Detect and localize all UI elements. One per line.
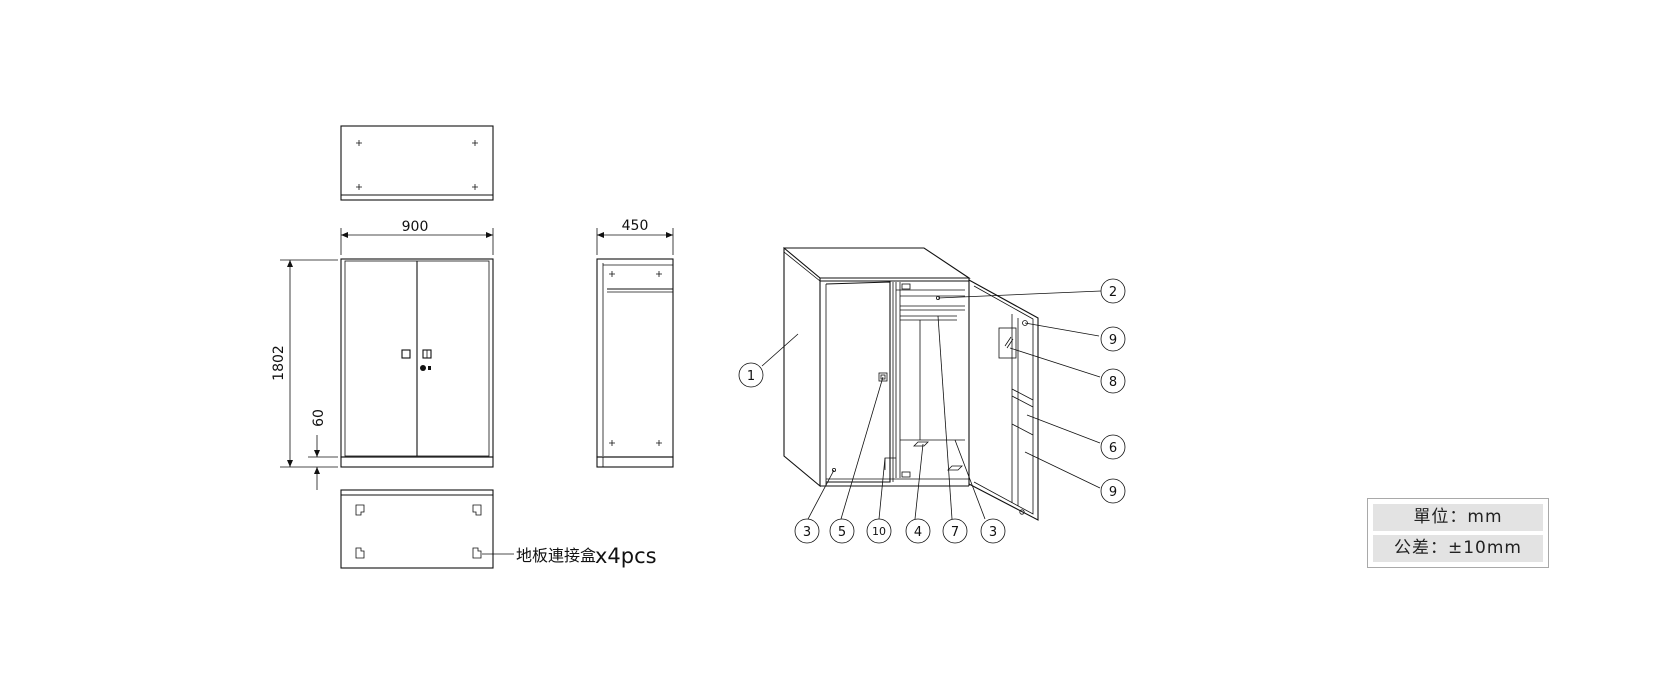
- floor-connector-qty: x4pcs: [595, 544, 657, 568]
- callout-number: 7: [951, 525, 959, 540]
- callout-balloon: 9: [1100, 326, 1126, 352]
- unit-label: 單位：mm: [1373, 504, 1543, 531]
- callout-number: 5: [838, 525, 846, 540]
- callout-number: 3: [989, 525, 997, 540]
- front-view: 900 1802 60: [271, 219, 494, 490]
- dimension-base: 60: [311, 409, 327, 427]
- callout-number: 4: [914, 525, 922, 540]
- bottom-view: 地板連接盒 x4pcs: [340, 489, 657, 569]
- side-view: 450: [596, 218, 674, 468]
- floor-connector-note: 地板連接盒: [516, 546, 596, 565]
- top-view-screw-marks: [356, 140, 478, 190]
- callout-balloon: 9: [1100, 478, 1126, 504]
- callout-balloon: 3: [794, 518, 820, 544]
- left-door-handle: [401, 349, 411, 359]
- callout-leaders: [761, 290, 1102, 520]
- side-view-screw-marks: [609, 271, 662, 446]
- callout-balloon: 8: [1100, 368, 1126, 394]
- callout-balloon: 5: [829, 518, 855, 544]
- callout-number: 8: [1109, 375, 1117, 390]
- floor-connector-icon: [355, 504, 482, 559]
- callout-number: 9: [1109, 485, 1117, 500]
- callout-number: 9: [1109, 333, 1117, 348]
- callout-number: 6: [1109, 441, 1117, 456]
- units-tolerance-box: 單位：mm 公差：±10mm: [1367, 498, 1549, 568]
- callout-balloon: 4: [905, 518, 931, 544]
- callout-number: 10: [872, 525, 886, 538]
- isometric-view: 1 2 9 8 6 9 3: [738, 246, 1126, 544]
- dimension-height: 1802: [271, 345, 287, 381]
- dimension-width: 900: [402, 219, 429, 235]
- callout-number: 3: [803, 525, 811, 540]
- callout-balloon: 7: [942, 518, 968, 544]
- callout-number: 2: [1109, 285, 1117, 300]
- lock-icon: [420, 365, 426, 371]
- callout-balloon: 3: [980, 518, 1006, 544]
- callout-balloon: 6: [1100, 434, 1126, 460]
- callout-balloon: 2: [1100, 278, 1126, 304]
- callout-balloon: 10: [866, 518, 892, 544]
- part-callouts: 1 2 9 8 6 9 3: [738, 278, 1126, 544]
- dimension-depth: 450: [622, 218, 649, 234]
- tolerance-label: 公差：±10mm: [1373, 535, 1543, 562]
- top-view: [340, 125, 494, 201]
- callout-balloon: 1: [738, 362, 764, 388]
- callout-number: 1: [747, 369, 755, 384]
